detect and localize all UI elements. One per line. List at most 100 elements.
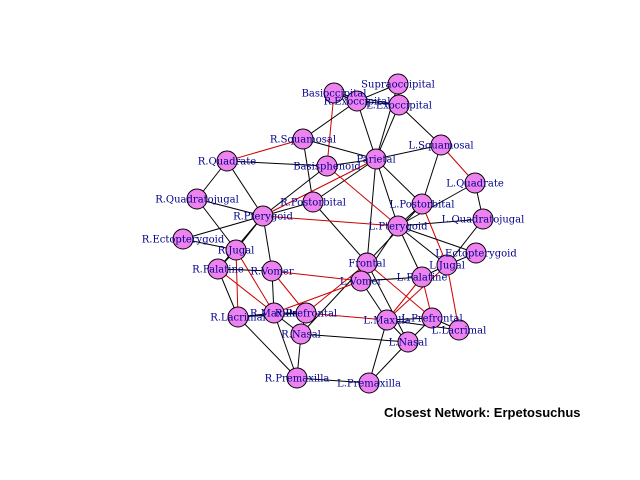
node-L.Nasal	[397, 331, 419, 353]
edge-L.Maxilla-L.Lacrimal	[386, 319, 460, 331]
label-layer: SupraoccipitalBasioccipitalR.Exoccipital…	[142, 80, 525, 390]
node-L.Vomer	[350, 270, 372, 292]
edge-L.Quadrate-L.Pterygoid	[397, 182, 476, 227]
edge-R.Maxilla-R.Premaxilla	[273, 312, 298, 379]
node-Basisphenoid	[316, 155, 338, 177]
node-Basioccipital	[323, 82, 345, 104]
node-label: Parietal	[356, 155, 395, 166]
edge-Frontal-L.Prefrontal	[366, 262, 433, 319]
edge-R.Pterygoid-L.Pterygoid	[262, 215, 399, 227]
node-R.Vomer	[261, 260, 283, 282]
edge-R.Squamosal-Parietal	[302, 138, 377, 160]
edge-Parietal-R.Pterygoid	[262, 158, 377, 217]
edge-R.Vomer-L.Vomer	[271, 270, 362, 282]
edge-R.Jugal-R.Maxilla	[235, 249, 275, 314]
node-label: L.Nasal	[389, 338, 428, 349]
node-label: R.Vomer	[250, 267, 293, 278]
node-label: L.Palatine	[397, 273, 448, 284]
edge-L.Maxilla-L.Premaxilla	[368, 319, 388, 384]
edge-Basisphenoid-L.Pterygoid	[326, 165, 399, 227]
node-L.Pterygoid	[387, 215, 409, 237]
edge-Parietal-L.Pterygoid	[375, 158, 399, 227]
edge-R.Palatine-R.Maxilla	[217, 268, 275, 314]
node-label: L.Vomer	[340, 277, 383, 288]
node-L.Postorbital	[411, 193, 433, 215]
node-label: R.Palatine	[192, 265, 244, 276]
node-label: R.Prefrontal	[275, 309, 337, 320]
node-layer	[172, 73, 494, 394]
node-label: L.Maxilla	[363, 316, 410, 327]
node-label: R.Squamosal	[270, 135, 336, 146]
edge-L.Jugal-L.Lacrimal	[446, 264, 460, 331]
node-L.Maxilla	[376, 309, 398, 331]
edge-Basioccipital-Basisphenoid	[326, 92, 335, 167]
edge-L.Squamosal-Parietal	[375, 144, 442, 160]
node-label: L.Exoccipital	[366, 101, 432, 112]
node-R.Quadratojugal	[186, 188, 208, 210]
node-L.Squamosal	[430, 134, 452, 156]
node-R.Squamosal	[292, 128, 314, 150]
edge-R.Squamosal-R.Quadrate	[226, 138, 304, 162]
node-L.Jugal	[436, 254, 458, 276]
node-L.Lacrimal	[448, 319, 470, 341]
node-label: R.Maxilla	[250, 309, 298, 320]
node-label: L.Premaxilla	[337, 379, 401, 390]
edge-Supraoccipital-Parietal	[375, 83, 399, 160]
edge-R.Quadrate-R.Pterygoid	[226, 160, 264, 217]
edge-Basisphenoid-R.Quadrate	[226, 160, 328, 167]
node-R.Quadrate	[216, 150, 238, 172]
node-label: L.Lacrimal	[432, 326, 487, 337]
node-label: Supraoccipital	[361, 80, 435, 91]
edge-R.Pterygoid-R.Ectopterygoid	[182, 215, 264, 240]
node-label: Frontal	[348, 259, 385, 270]
edge-L.Quadratojugal-L.Pterygoid	[397, 218, 484, 227]
node-label: R.Ectopterygoid	[142, 235, 225, 246]
node-L.Quadrate	[464, 172, 486, 194]
node-R.Lacrimal	[227, 306, 249, 328]
node-label: L.Prefrontal	[401, 314, 462, 325]
node-R.Palatine	[207, 258, 229, 280]
node-label: L.Ectopterygoid	[435, 249, 517, 260]
edge-Parietal-L.Postorbital	[375, 158, 423, 205]
node-L.Quadratojugal	[472, 208, 494, 230]
node-R.Jugal	[225, 239, 247, 261]
node-label: R.Postorbital	[280, 198, 346, 209]
node-label: R.Lacrimal	[210, 313, 266, 324]
node-L.Prefrontal	[421, 307, 443, 329]
edge-layer	[182, 83, 484, 384]
node-label: R.Exoccipital	[324, 97, 391, 108]
node-label: R.Pterygoid	[233, 212, 293, 223]
node-Parietal	[365, 148, 387, 170]
node-L.Palatine	[411, 266, 433, 288]
node-label: L.Squamosal	[408, 141, 473, 152]
node-label: L.Quadratojugal	[442, 215, 525, 226]
node-R.Premaxilla	[286, 367, 308, 389]
node-label: L.Pterygoid	[369, 222, 429, 233]
edge-R.Prefrontal-L.Maxilla	[305, 312, 388, 321]
node-label: L.Postorbital	[390, 200, 455, 211]
node-L.Premaxilla	[358, 372, 380, 394]
edge-Basisphenoid-R.Pterygoid	[262, 165, 328, 217]
node-R.Ectopterygoid	[172, 228, 194, 250]
edge-L.Jugal-L.Maxilla	[386, 264, 448, 321]
node-R.Postorbital	[302, 191, 324, 213]
node-label: Basioccipital	[302, 89, 367, 100]
node-R.Maxilla	[263, 302, 285, 324]
edge-L.Postorbital-L.Jugal	[421, 203, 448, 266]
node-L.Ectopterygoid	[465, 242, 487, 264]
node-R.Prefrontal	[295, 302, 317, 324]
node-label: R.Quadrate	[198, 157, 256, 168]
edge-R.Quadratojugal-R.Pterygoid	[196, 198, 264, 217]
edge-Frontal-L.Nasal	[366, 262, 409, 343]
edge-L.Vomer-R.Maxilla	[273, 280, 362, 314]
node-L.Exoccipital	[388, 94, 410, 116]
node-label: R.Jugal	[218, 246, 255, 257]
node-label: L.Jugal	[429, 261, 465, 272]
edge-L.Pterygoid-L.Ectopterygoid	[397, 225, 477, 254]
edge-R.Quadratojugal-R.Jugal	[196, 198, 237, 251]
edge-R.Postorbital-Frontal	[312, 201, 368, 264]
node-R.Exoccipital	[346, 90, 368, 112]
edge-R.Premaxilla-L.Premaxilla	[296, 377, 370, 384]
edge-R.Lacrimal-R.Premaxilla	[237, 316, 298, 379]
